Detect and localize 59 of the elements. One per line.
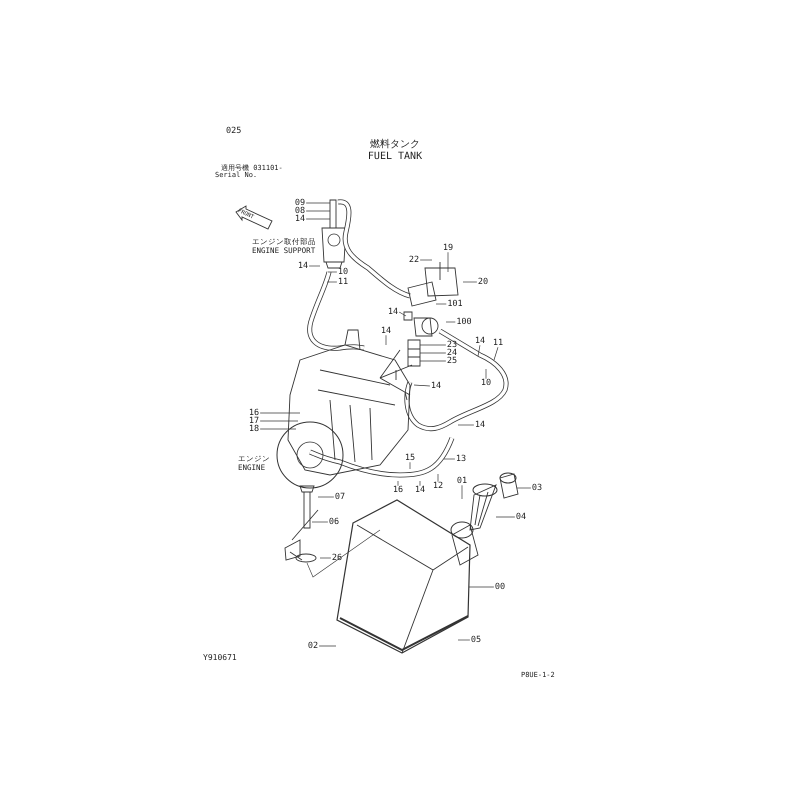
callout-number: 14 <box>474 420 486 430</box>
leader-line <box>444 458 456 460</box>
callout-number: 12 <box>432 482 444 490</box>
callout-number: 14 <box>296 262 310 270</box>
leader-line <box>306 210 330 212</box>
callout-number: 14 <box>430 382 442 390</box>
callout-number: 16 <box>248 408 260 418</box>
callout-number: 10 <box>336 268 350 276</box>
callout-number: 19 <box>442 244 454 252</box>
callout-number: 26 <box>330 554 344 562</box>
callout-number: 08 <box>294 206 306 216</box>
title: 燃料タンク FUEL TANK <box>366 139 424 162</box>
callout-number: 14 <box>294 214 306 224</box>
callout-number: 100 <box>455 318 473 326</box>
callout-number: 07 <box>334 492 346 502</box>
callout-number: 03 <box>530 484 544 492</box>
callout-number: 16 <box>392 486 404 494</box>
callout-number: 11 <box>492 338 504 348</box>
callout-number: 09 <box>294 198 306 208</box>
callout-number: 00 <box>494 582 506 592</box>
callout-number: 25 <box>446 356 458 366</box>
leader-line <box>420 344 446 346</box>
callout-number: 22 <box>408 256 420 264</box>
callout-number: 17 <box>248 416 260 426</box>
callout-number: 05 <box>470 636 482 644</box>
callout-number: 04 <box>514 512 528 522</box>
leader-line <box>398 312 406 316</box>
leader-line <box>468 586 494 588</box>
leader-line <box>306 218 330 220</box>
leader-line <box>260 412 300 414</box>
leader-line <box>306 202 330 204</box>
leader-line <box>260 420 298 422</box>
callout-number: 14 <box>474 336 486 346</box>
callout-number: 13 <box>454 454 468 464</box>
leader-line <box>458 424 474 426</box>
callout-number: 101 <box>446 300 464 308</box>
leader-line <box>494 346 498 360</box>
leader-line <box>318 496 334 498</box>
callout-number: 02 <box>306 642 320 650</box>
callout-number: 24 <box>446 348 458 358</box>
callout-number: 06 <box>328 518 340 526</box>
leader-line <box>260 428 296 430</box>
leader-line <box>420 360 446 362</box>
leader-line <box>496 516 516 518</box>
callout-number: 14 <box>386 308 400 316</box>
callout-number: 18 <box>248 424 260 434</box>
callout-number: 14 <box>414 486 426 494</box>
leader-line <box>414 384 430 386</box>
callout-number: 15 <box>404 454 416 462</box>
callout-number: 20 <box>476 278 490 286</box>
callout-number: 11 <box>336 278 350 286</box>
leader-line <box>478 344 480 356</box>
callout-number: 14 <box>380 326 392 336</box>
callout-number: 01 <box>456 476 468 486</box>
callout-number: 10 <box>480 378 492 388</box>
page-number: 025 <box>226 127 242 136</box>
callout-number: 23 <box>446 340 458 350</box>
leader-line <box>420 352 446 354</box>
drawing-number: Y910671 <box>203 654 237 662</box>
